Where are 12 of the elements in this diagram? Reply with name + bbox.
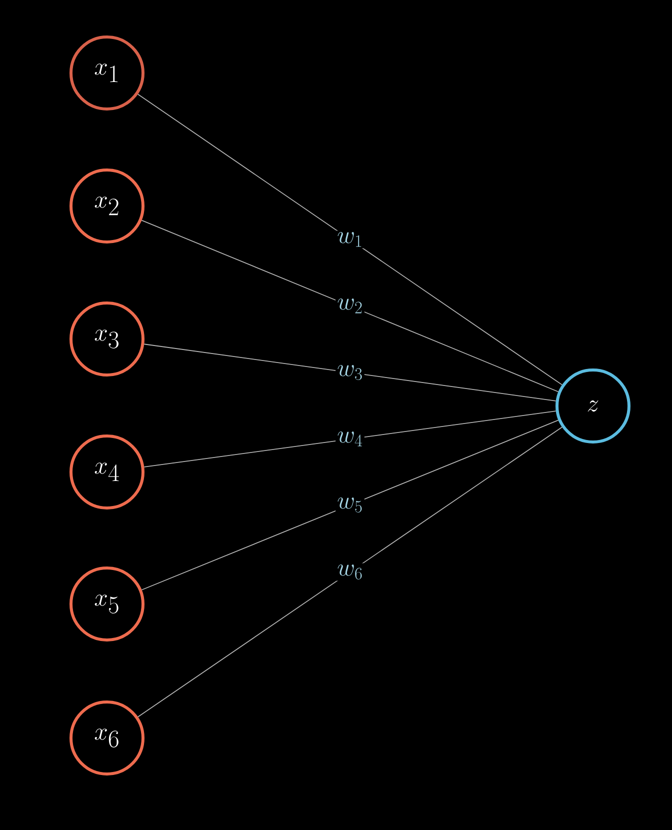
connector-line (144, 344, 556, 402)
edge-label: $w_6$ (336, 563, 364, 581)
connector-line (141, 420, 559, 590)
connector-line (144, 410, 556, 468)
connector-line (138, 426, 562, 718)
connector-line (137, 94, 562, 386)
edge-label: $w_4$ (336, 430, 364, 448)
edge-label: $w_1$ (336, 230, 364, 248)
edge-label: $w_3$ (336, 364, 364, 382)
edge-label: $w_2$ (336, 297, 364, 315)
edge-label: $w_5$ (336, 496, 364, 514)
connector-line (141, 220, 559, 392)
